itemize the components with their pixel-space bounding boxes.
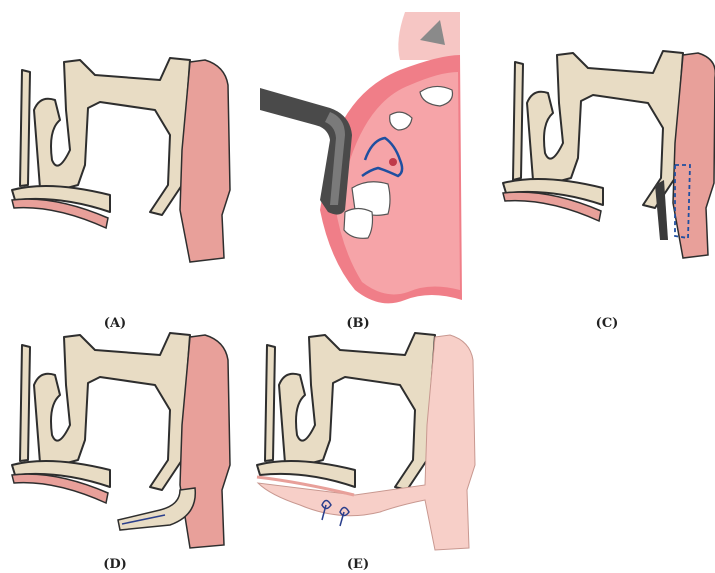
panel-e-illustration bbox=[257, 333, 475, 550]
panel-label-d: (D) bbox=[103, 557, 127, 572]
panel-c-illustration bbox=[503, 51, 715, 258]
panel-label-b: (B) bbox=[346, 316, 369, 331]
panel-label-c: (C) bbox=[596, 316, 619, 331]
panel-label-e: (E) bbox=[347, 557, 369, 572]
panel-d-illustration bbox=[12, 333, 230, 548]
panel-label-a: (A) bbox=[104, 316, 126, 331]
panel-a-illustration bbox=[12, 58, 230, 262]
panel-b-illustration bbox=[260, 12, 462, 303]
